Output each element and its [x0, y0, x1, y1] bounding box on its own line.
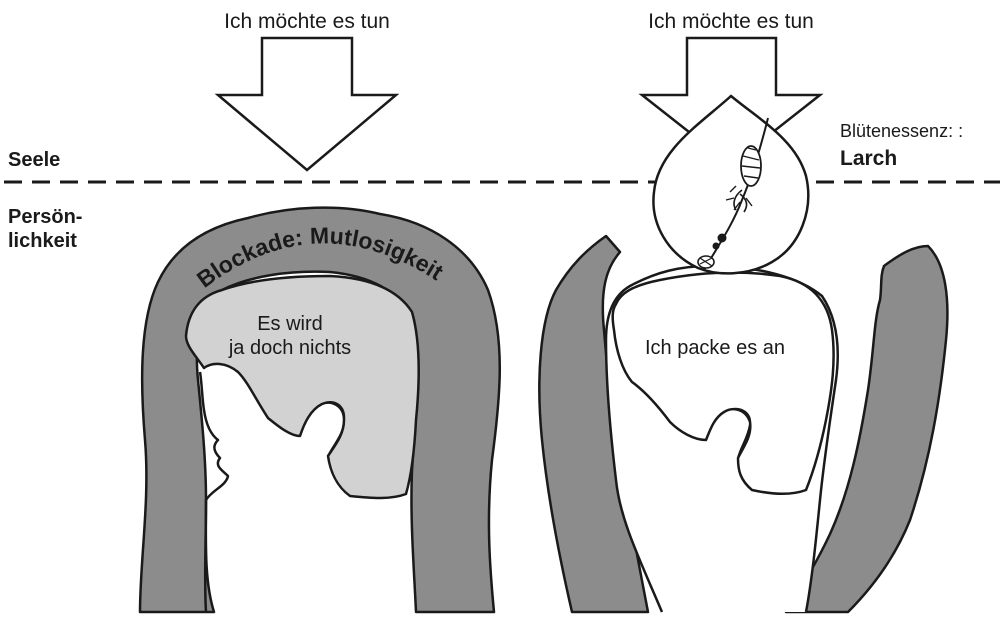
thought-left-line2: ja doch nichts: [228, 337, 351, 359]
arrow-label-right: Ich möchte es tun: [648, 10, 814, 33]
level-label-soul: Seele: [8, 149, 60, 171]
essence-caption: Blütenessenz: :: [840, 121, 963, 141]
level-label-personality-1: Persön-: [8, 206, 82, 228]
blockade-band: [140, 208, 500, 612]
thought-area-left: [186, 276, 419, 498]
thought-left-line1: Es wird: [257, 313, 323, 335]
level-label-personality-2: lichkeit: [8, 230, 77, 252]
essence-name: Larch: [840, 147, 897, 170]
right-head-group: [539, 236, 947, 612]
thought-right-text: Ich packe es an: [645, 337, 785, 359]
left-down-arrow: [218, 38, 396, 170]
arrow-label-left: Ich möchte es tun: [224, 10, 390, 33]
left-head-group: [140, 208, 500, 612]
